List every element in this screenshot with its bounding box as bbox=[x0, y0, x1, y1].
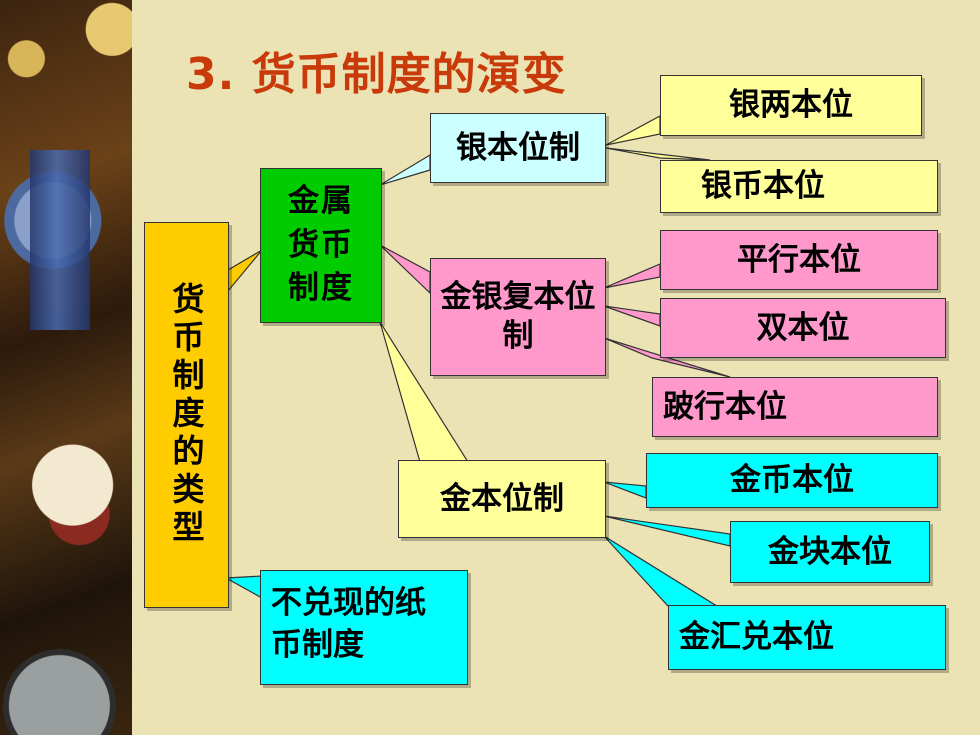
node-label: 不兑现的纸币制度 bbox=[271, 585, 426, 663]
node-gold-standard: 金本位制 bbox=[398, 460, 606, 538]
node-limping-standard: 跛行本位 bbox=[652, 377, 938, 437]
node-label: 金块本位 bbox=[768, 533, 892, 570]
node-label: 平行本位 bbox=[737, 241, 861, 278]
node-monetary-system-types: 货币制度的类型 bbox=[144, 222, 229, 608]
node-label: 金属货币制度 bbox=[288, 183, 354, 307]
node-label: 银币本位 bbox=[701, 168, 825, 205]
node-bimetallic-standard: 金银复本位制 bbox=[430, 258, 606, 376]
node-gold-coin-standard: 金币本位 bbox=[646, 453, 938, 508]
node-gold-exchange-standard: 金汇兑本位 bbox=[668, 605, 946, 670]
node-label: 跛行本位 bbox=[663, 388, 787, 425]
callout-bimetal-2 bbox=[603, 305, 661, 327]
callout-silver-2 bbox=[605, 147, 711, 161]
node-label: 金本位制 bbox=[440, 480, 564, 517]
node-label: 货币制度的类型 bbox=[167, 282, 206, 548]
callout-gold-3 bbox=[603, 535, 723, 609]
node-label: 金银复本位制 bbox=[440, 279, 596, 354]
node-fiat-currency: 不兑现的纸币制度 bbox=[260, 570, 468, 685]
node-metallic-currency: 金属货币制度 bbox=[260, 168, 382, 323]
node-silver-standard: 银本位制 bbox=[430, 113, 606, 183]
callout-gold-2 bbox=[603, 515, 731, 547]
node-label: 银本位制 bbox=[456, 129, 580, 166]
callout-metal-bimetal bbox=[379, 244, 431, 295]
callout-gold-1 bbox=[603, 481, 647, 499]
medal-ribbon bbox=[30, 150, 90, 330]
node-gold-bullion-standard: 金块本位 bbox=[730, 521, 930, 583]
node-silver-coin: 银币本位 bbox=[660, 160, 938, 213]
decorative-medal-photo bbox=[0, 0, 132, 735]
node-label: 金汇兑本位 bbox=[679, 619, 834, 656]
callout-silver-1 bbox=[605, 114, 661, 146]
node-parallel-standard: 平行本位 bbox=[660, 230, 938, 290]
callout-metal-silver bbox=[379, 153, 431, 186]
node-double-standard: 双本位 bbox=[660, 298, 946, 358]
callout-root-metal bbox=[227, 249, 263, 293]
node-label: 金币本位 bbox=[730, 462, 854, 499]
callout-root-paper bbox=[223, 575, 263, 600]
node-label: 银两本位 bbox=[729, 87, 853, 124]
page-title: 3. 货币制度的演变 bbox=[186, 49, 567, 100]
node-silver-tael: 银两本位 bbox=[660, 75, 922, 136]
node-label: 双本位 bbox=[756, 309, 850, 346]
callout-bimetal-1 bbox=[603, 263, 661, 289]
